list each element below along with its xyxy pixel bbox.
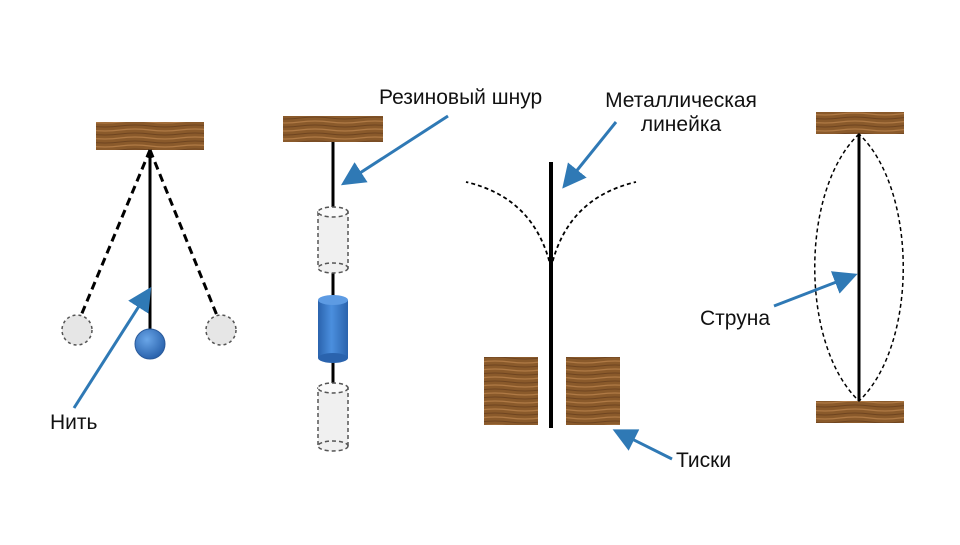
ruler-left-deflection — [465, 181, 552, 269]
metal-ruler-label-line2: линейка — [640, 113, 722, 137]
pendulum-right-dashed-thread — [148, 149, 220, 319]
thread-label: Нить — [50, 411, 98, 434]
string-vibration-envelope — [814, 132, 904, 403]
cord-weight — [318, 295, 348, 363]
pendulum-left-dashed-thread — [78, 149, 152, 319]
vise-label: Тиски — [676, 449, 732, 472]
vise-right-jaw — [566, 357, 620, 425]
pendulum-wood-mount — [96, 122, 204, 150]
string-pointer-arrow — [773, 271, 858, 308]
pendulum-bob — [134, 328, 166, 360]
ruler-vise-group — [465, 121, 673, 461]
cord-upper-ghost-weight — [317, 206, 349, 274]
pendulum-group — [61, 122, 237, 409]
rubber-cord-group — [283, 114, 449, 452]
metal-ruler-label-line1: Металлическая — [605, 89, 757, 112]
pendulum-left-ghost-bob — [61, 314, 93, 346]
thread-pointer-arrow — [72, 286, 152, 409]
string-group — [773, 112, 904, 423]
cord-lower-ghost-weight — [317, 382, 349, 452]
string-label: Струна — [700, 307, 771, 330]
rubber-cord-pointer-arrow — [340, 114, 449, 186]
cord-wood-mount — [283, 116, 383, 142]
pendulum-right-ghost-bob — [205, 314, 237, 346]
rubber-cord-label: Резиновый шнур — [379, 86, 543, 109]
ruler-right-deflection — [550, 181, 637, 269]
metal-ruler-pointer-arrow — [562, 121, 618, 189]
vise-left-jaw — [484, 357, 538, 425]
string-bottom-mount — [816, 401, 904, 423]
vise-pointer-arrow — [612, 429, 673, 461]
metal-ruler-label: Металлическая линейка — [596, 89, 766, 137]
string-top-mount — [816, 112, 904, 134]
